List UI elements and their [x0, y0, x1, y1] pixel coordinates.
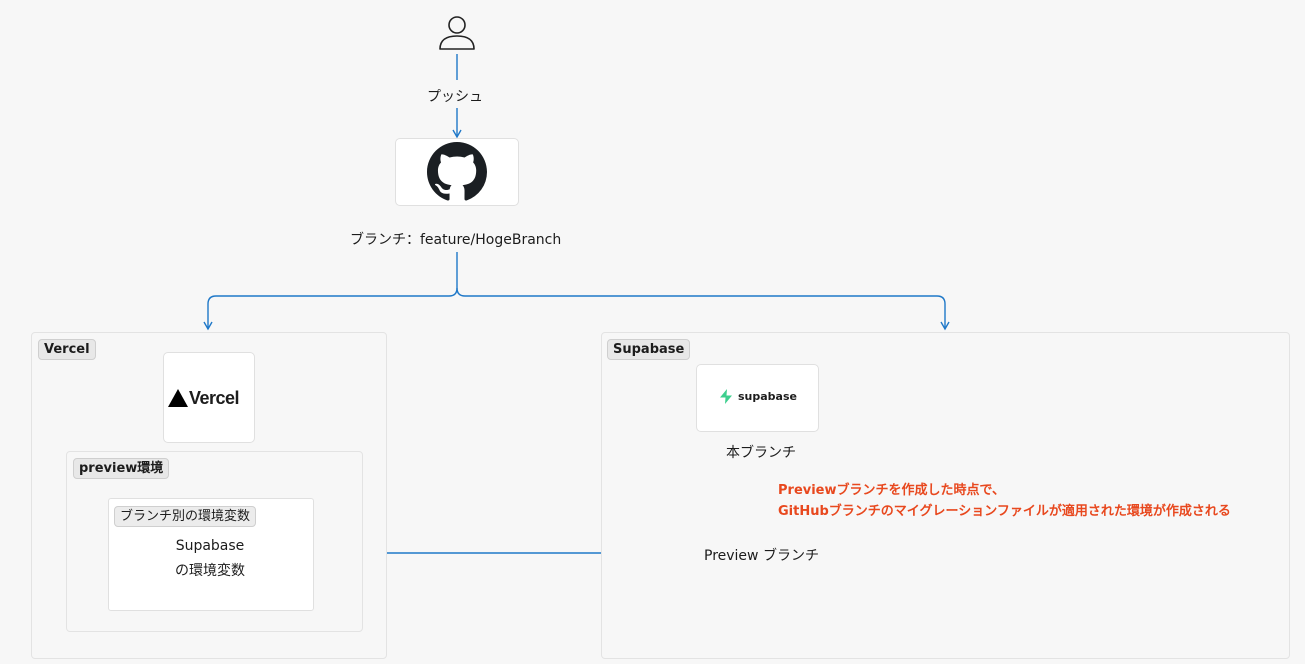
preview-branch-note-line2: GitHubブランチのマイグレーションファイルが適用された環境が作成される	[778, 504, 1231, 519]
github-icon	[427, 142, 487, 201]
vercel-triangle-icon	[168, 389, 188, 407]
supabase-group	[601, 332, 1290, 659]
vercel-logo: Vercel	[168, 387, 250, 409]
preview-env-tag: preview環境	[73, 458, 170, 479]
env-vars-line2: の環境変数	[175, 563, 245, 579]
supabase-group-tag: Supabase	[607, 339, 691, 360]
supabase-logo-text: supabase	[738, 390, 797, 403]
supabase-logo-card: supabase	[696, 364, 819, 432]
branch-split-arrow-left	[203, 252, 458, 331]
vercel-logo-text: Vercel	[189, 387, 240, 408]
supabase-logo: supabase	[719, 389, 797, 404]
preview-branch-note-line1: Previewブランチを作成した時点で、	[778, 483, 1005, 498]
preview-branch-label: Preview ブランチ	[704, 548, 819, 564]
vercel-group-tag: Vercel	[38, 339, 96, 360]
branch-env-vars-tag: ブランチ別の環境変数	[114, 506, 257, 527]
env-vars-line1: Supabase	[175, 538, 245, 554]
user-icon	[438, 14, 476, 52]
main-branch-label: 本ブランチ	[726, 445, 796, 461]
supabase-bolt-icon	[720, 389, 732, 404]
branch-label: ブランチ：feature/HogeBranch	[350, 232, 562, 248]
github-card	[395, 138, 519, 206]
vercel-logo-card: Vercel	[163, 352, 255, 443]
branch-split-arrow-right	[456, 287, 950, 331]
push-label: プッシュ	[427, 89, 483, 105]
